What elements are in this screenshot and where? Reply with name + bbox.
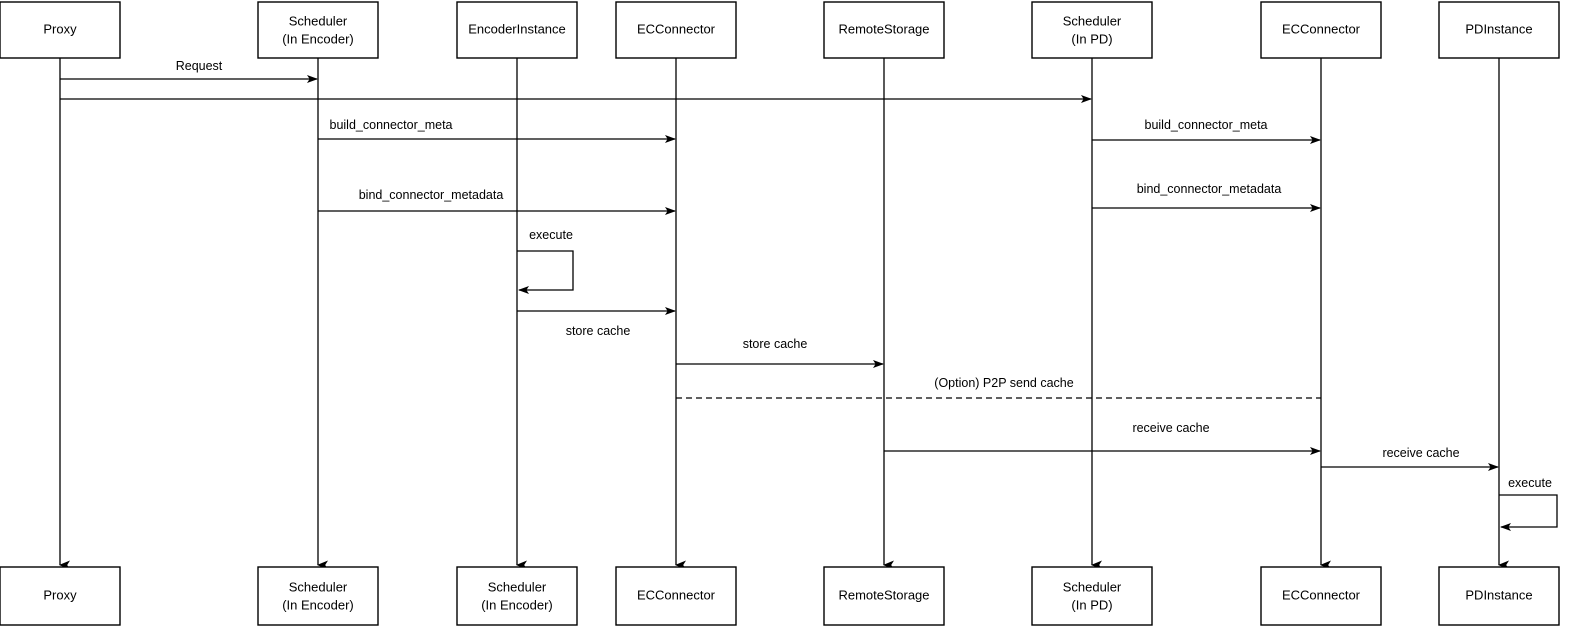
participant-box-bottom-remote_store[interactable]: RemoteStorage [823, 566, 945, 626]
message-m6[interactable]: bind_connector_metadata [1092, 182, 1321, 212]
messages-layer: Request build_connector_meta build_connect… [60, 59, 1499, 471]
footer-participant-boxes: Proxy Scheduler (In Encoder) Scheduler (In E… [0, 566, 1560, 626]
message-label: receive cache [1132, 421, 1209, 435]
participant-label: ECConnector [1282, 587, 1361, 602]
participant-label: PDInstance [1465, 21, 1532, 36]
participant-box-rect [1260, 1, 1382, 59]
participant-label: Proxy [43, 21, 77, 36]
participant-box-rect [456, 1, 578, 59]
self-messages-layer: execute execute [517, 228, 1558, 531]
participant-label: Scheduler [1063, 579, 1122, 594]
participant-box-rect [257, 566, 379, 626]
message-label: build_connector_meta [330, 118, 453, 132]
message-m1[interactable]: Request [60, 59, 318, 83]
participant-box-bottom-ec_conn_pd[interactable]: ECConnector [1260, 566, 1382, 626]
participant-label: ECConnector [637, 21, 716, 36]
message-label: (Option) P2P send cache [934, 376, 1073, 390]
participant-box-top-encoder_inst[interactable]: EncoderInstance [456, 1, 578, 59]
participant-box-rect [257, 1, 379, 59]
participant-box-rect [823, 566, 945, 626]
participant-label: ECConnector [1282, 21, 1361, 36]
message-label: bind_connector_metadata [1137, 182, 1282, 196]
message-m3[interactable]: build_connector_meta [318, 118, 676, 143]
participant-label: Scheduler [1063, 13, 1122, 28]
header-participant-boxes: Proxy Scheduler (In Encoder) EncoderInstanc… [0, 1, 1560, 59]
participant-box-bottom-ec_conn_enc[interactable]: ECConnector [615, 566, 737, 626]
message-label: Request [176, 59, 223, 73]
participant-sublabel: (In Encoder) [282, 597, 354, 612]
message-m7[interactable]: store cache [517, 307, 676, 338]
participant-box-top-ec_conn_enc[interactable]: ECConnector [615, 1, 737, 59]
participant-box-bottom-sched_enc[interactable]: Scheduler (In Encoder) [257, 566, 379, 626]
message-m9[interactable]: (Option) P2P send cache [676, 376, 1321, 399]
participant-sublabel: (In PD) [1071, 31, 1112, 46]
message-m10[interactable]: receive cache [884, 421, 1321, 455]
message-m11[interactable]: receive cache [1321, 446, 1499, 471]
participant-box-bottom-encoder_inst[interactable]: Scheduler (In Encoder) [456, 566, 578, 626]
participant-label: EncoderInstance [468, 21, 566, 36]
participant-box-rect [1260, 566, 1382, 626]
message-label: bind_connector_metadata [359, 188, 504, 202]
self-message-s1[interactable]: execute [517, 228, 574, 294]
participant-box-rect [615, 566, 737, 626]
participant-box-bottom-sched_pd[interactable]: Scheduler (In PD) [1031, 566, 1153, 626]
message-m8[interactable]: store cache [676, 337, 884, 368]
lifelines-layer [59, 58, 1509, 570]
participant-box-rect [615, 1, 737, 59]
participant-box-rect [1438, 566, 1560, 626]
participant-label: RemoteStorage [838, 587, 929, 602]
participant-box-bottom-proxy[interactable]: Proxy [0, 566, 121, 626]
participant-box-rect [1438, 1, 1560, 59]
participant-label: Scheduler [289, 579, 348, 594]
message-m4[interactable]: build_connector_meta [1092, 118, 1321, 144]
participant-box-rect [1031, 566, 1153, 626]
participant-box-top-sched_pd[interactable]: Scheduler (In PD) [1031, 1, 1153, 59]
participant-box-top-proxy[interactable]: Proxy [0, 1, 121, 59]
participant-label: ECConnector [637, 587, 716, 602]
participant-label: PDInstance [1465, 587, 1532, 602]
participant-box-bottom-pd_inst[interactable]: PDInstance [1438, 566, 1560, 626]
self-message-label: execute [1508, 476, 1552, 490]
self-message-loop [517, 250, 574, 294]
message-label: store cache [566, 324, 631, 338]
participant-box-top-sched_enc[interactable]: Scheduler (In Encoder) [257, 1, 379, 59]
participant-sublabel: (In Encoder) [481, 597, 553, 612]
message-label: receive cache [1382, 446, 1459, 460]
message-label: store cache [743, 337, 808, 351]
self-message-loop [1499, 494, 1558, 531]
participant-label: Scheduler [289, 13, 348, 28]
participant-box-rect [456, 566, 578, 626]
participant-box-rect [823, 1, 945, 59]
self-message-s2[interactable]: execute [1499, 476, 1558, 531]
message-m5[interactable]: bind_connector_metadata [318, 188, 676, 215]
participant-label: RemoteStorage [838, 21, 929, 36]
participant-label: Proxy [43, 587, 77, 602]
participant-box-top-ec_conn_pd[interactable]: ECConnector [1260, 1, 1382, 59]
participant-sublabel: (In Encoder) [282, 31, 354, 46]
participant-box-rect [0, 1, 121, 59]
participant-box-rect [1031, 1, 1153, 59]
participant-box-rect [0, 566, 121, 626]
participant-box-top-pd_inst[interactable]: PDInstance [1438, 1, 1560, 59]
participant-label: Scheduler [488, 579, 547, 594]
message-label: build_connector_meta [1145, 118, 1268, 132]
participant-sublabel: (In PD) [1071, 597, 1112, 612]
self-message-label: execute [529, 228, 573, 242]
participant-box-top-remote_store[interactable]: RemoteStorage [823, 1, 945, 59]
